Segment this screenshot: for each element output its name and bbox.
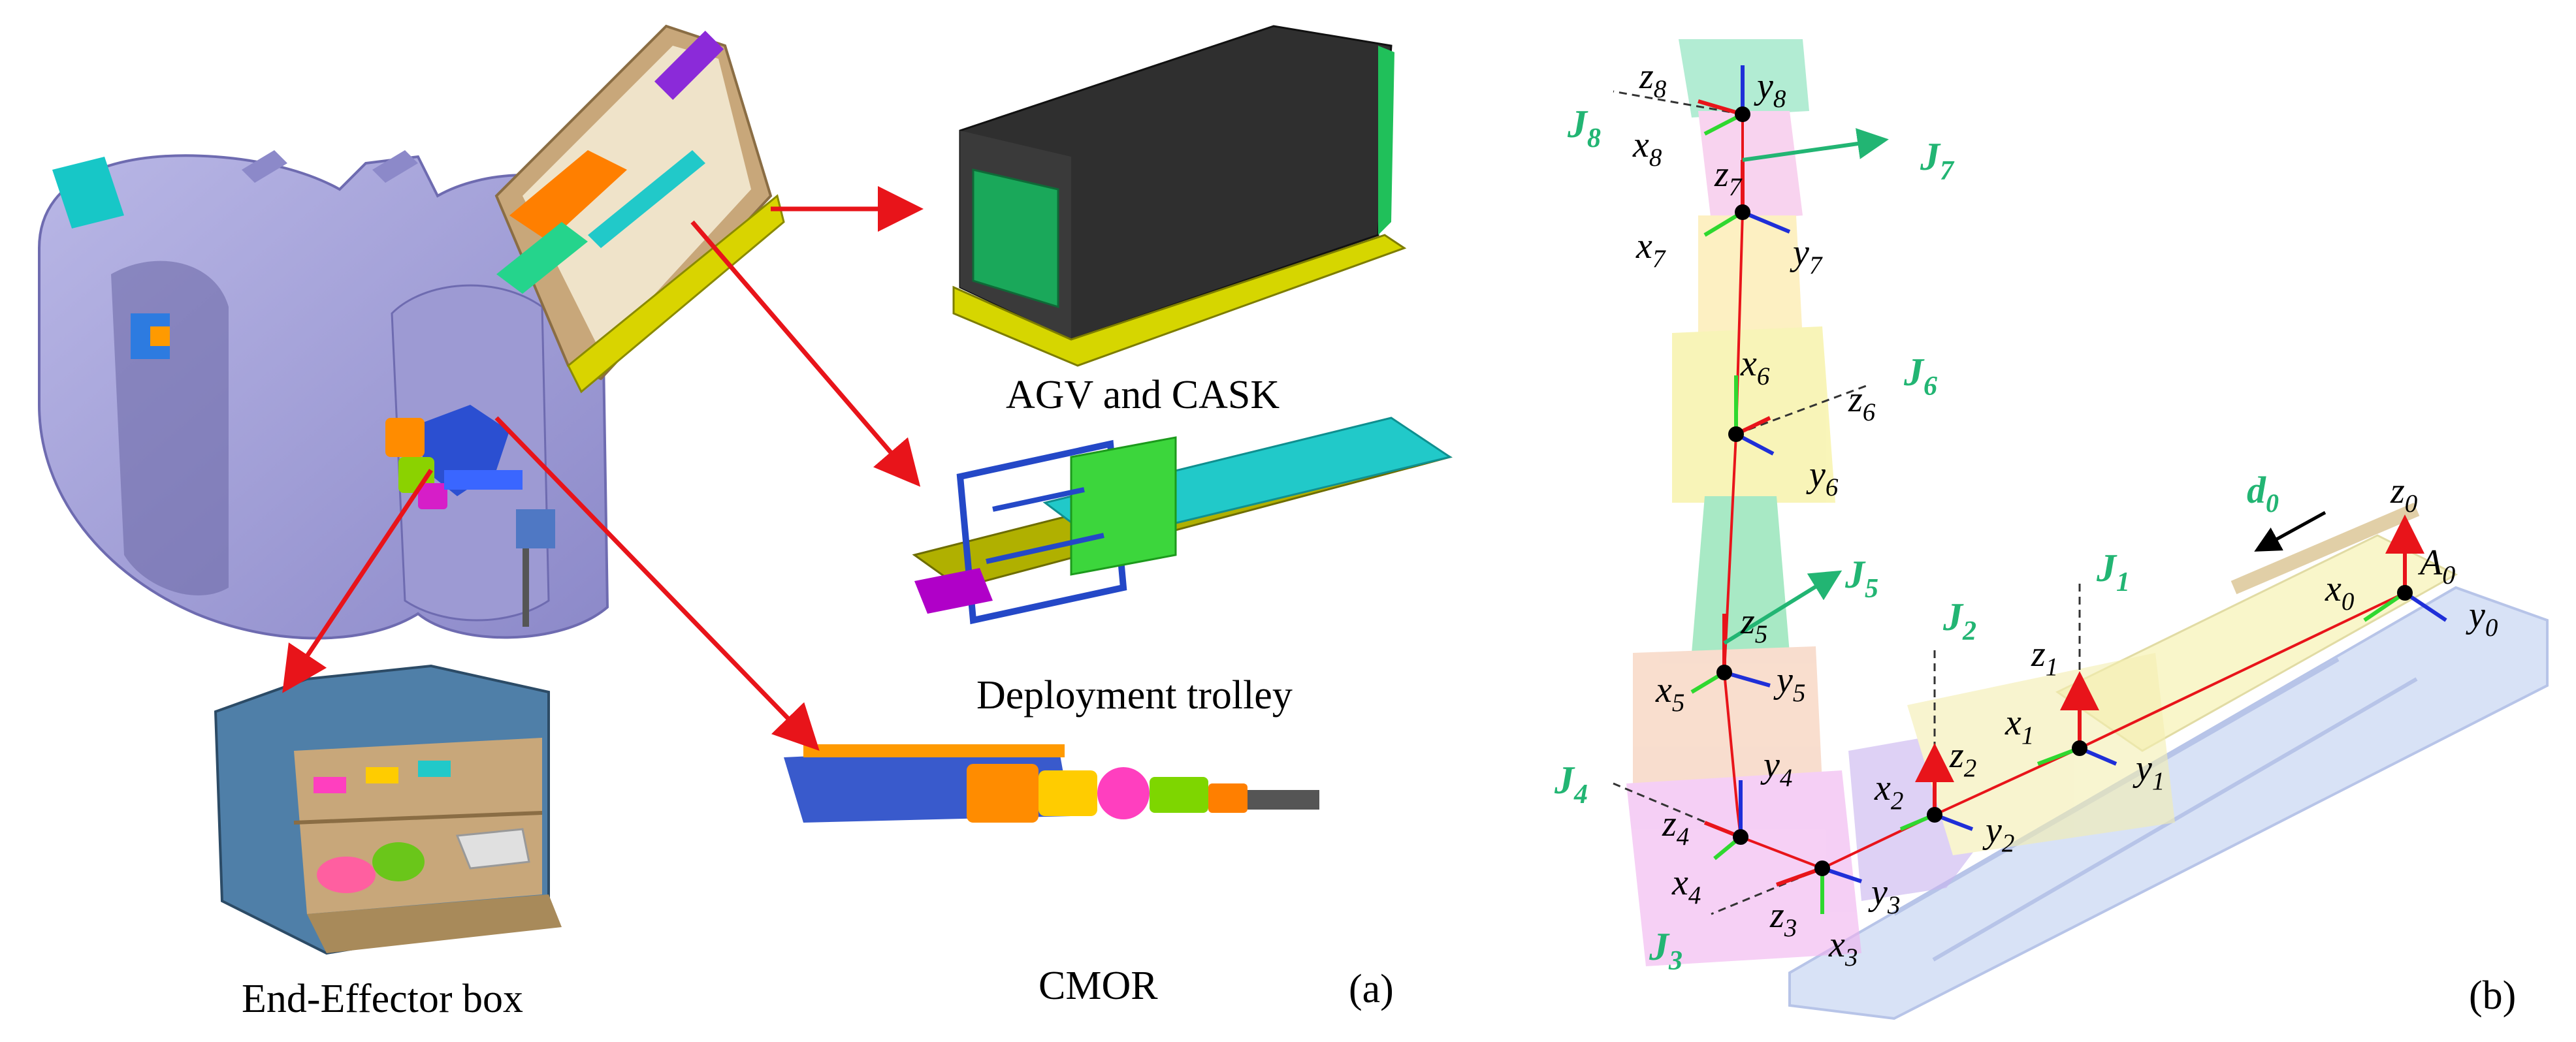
- arm-links-illustration: [1626, 39, 2175, 966]
- joint-label-j4: J4: [1554, 759, 1588, 810]
- axis-label-y2: y2: [1982, 810, 2014, 857]
- axis-label-x2: x2: [1874, 768, 1903, 815]
- axis-label-x7: x7: [1635, 226, 1666, 273]
- caption-deployment-trolley: Deployment trolley: [976, 673, 1293, 718]
- axis-label-z7: z7: [1714, 154, 1743, 201]
- axis-label-z4: z4: [1662, 804, 1689, 851]
- axis-label-x4: x4: [1671, 862, 1701, 909]
- pointer-arrows: [282, 186, 924, 751]
- caption-agv-cask: AGV and CASK: [1006, 373, 1280, 417]
- cask-illustration: [494, 24, 785, 394]
- axis-label-y4: y4: [1760, 745, 1792, 792]
- joint-origins: [1716, 106, 2413, 876]
- arrow-to-trolley: [690, 220, 921, 487]
- axis-label-x6: x6: [1740, 343, 1770, 390]
- axis-label-x1: x1: [2004, 703, 2034, 750]
- deployment-trolley-illustration: [912, 417, 1453, 625]
- panel-a-label: (a): [1349, 967, 1394, 1011]
- axis-label-z2: z2: [1949, 735, 1976, 782]
- axis-label-y1: y1: [2133, 748, 2165, 795]
- end-effector-box-illustration: [214, 664, 562, 955]
- axis-label-x3: x3: [1828, 924, 1858, 971]
- cmor-illustration: [784, 744, 1319, 823]
- axis-label-z1: z1: [2031, 634, 2058, 681]
- axis-label-y5: y5: [1773, 660, 1805, 707]
- arrow-to-cmor: [494, 416, 820, 751]
- joint-label-j8: J8: [1567, 103, 1601, 153]
- axis-label-z8: z8: [1639, 56, 1667, 103]
- axis-label-y3: y3: [1868, 872, 1900, 919]
- joint-label-j2: J2: [1942, 595, 1976, 646]
- axis-label-x0: x0: [2325, 569, 2354, 616]
- axis-label-y8: y8: [1754, 66, 1786, 113]
- joint-label-j7: J7: [1920, 135, 1955, 186]
- axis-label-z5: z5: [1740, 601, 1767, 648]
- agv-cask-illustration: [952, 25, 1407, 367]
- panel-a: AGV and CASK Deployment trolley CMOR End…: [38, 24, 1453, 1021]
- axis-label-x8: x8: [1632, 125, 1662, 172]
- joint-label-j5: J5: [1844, 553, 1878, 604]
- axis-label-z3: z3: [1769, 895, 1797, 942]
- displacement-label: d0: [2247, 469, 2279, 518]
- axis-label-y6: y6: [1806, 454, 1839, 501]
- panel-b-label: (b): [2469, 973, 2516, 1018]
- arrow-to-ee-box: [282, 469, 433, 693]
- axis-label-z0: z0: [2390, 471, 2417, 518]
- caption-end-effector-box: End-Effector box: [242, 977, 523, 1021]
- vacuum-vessel-illustration: [38, 150, 609, 640]
- joint-label-j1: J1: [2096, 546, 2130, 597]
- axis-label-z6: z6: [1848, 379, 1876, 426]
- joint-label-j6: J6: [1903, 351, 1937, 402]
- axis-label-y0: y0: [2466, 595, 2498, 642]
- joint-label-j3: J3: [1649, 925, 1682, 976]
- displacement-arrow: [2254, 511, 2326, 552]
- caption-cmor: CMOR: [1038, 964, 1158, 1008]
- base-frame-label: A0: [2417, 543, 2455, 590]
- axis-label-y7: y7: [1790, 232, 1823, 279]
- axis-label-x5: x5: [1655, 670, 1684, 717]
